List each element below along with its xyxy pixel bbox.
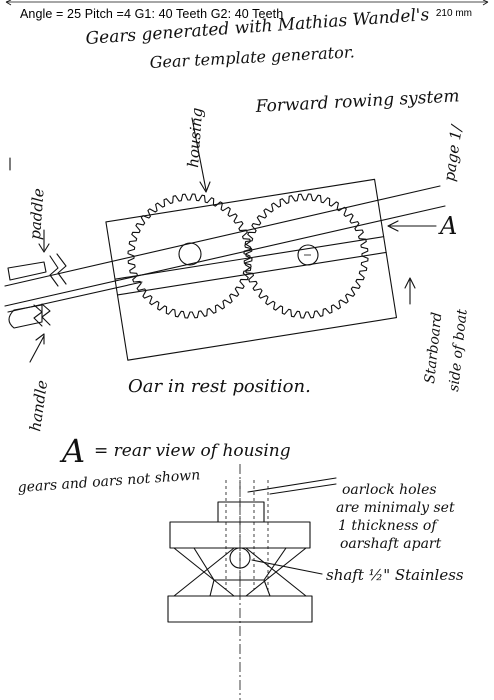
paddle-end <box>7 157 67 287</box>
oarlock-leader <box>247 477 337 495</box>
oarlock-holes <box>225 480 269 590</box>
credit-line-2: Gear template generator. <box>149 42 355 72</box>
gear2-teeth <box>243 193 369 319</box>
housing-label: housing <box>184 107 206 168</box>
page-ref: page 1/ <box>440 122 466 182</box>
starboard-label-2: side of boat <box>446 308 471 392</box>
oarlock-label-3: 1 thickness of <box>338 518 439 534</box>
housing-arrow <box>191 117 211 193</box>
rear-view-label: = rear view of housing <box>94 441 291 461</box>
gear-1-hub <box>178 242 202 266</box>
oarlock-label-2: are minimaly set <box>336 500 455 516</box>
gear-2-hub <box>297 244 319 266</box>
starboard-label-1: Starboard <box>422 311 445 384</box>
handle-label: handle <box>26 379 51 433</box>
credit-line-1: Gears generated with Mathias Wandel's <box>85 5 430 49</box>
view-a-arrow <box>387 220 437 232</box>
gear-1 <box>127 193 253 319</box>
shaft-leader <box>251 559 323 575</box>
gear1-teeth <box>127 193 253 319</box>
gear-2 <box>243 193 369 319</box>
gears-not-shown-label: gears and oars not shown <box>17 467 201 496</box>
handle-arrow <box>29 333 45 363</box>
starboard-arrow <box>404 277 416 305</box>
gear-spec-label: Angle = 25 Pitch =4 G1: 40 Teeth G2: 40 … <box>20 7 284 21</box>
page-width-label: 210 mm <box>435 8 472 19</box>
rear-view-a: A <box>59 432 85 470</box>
paddle-label: paddle <box>26 188 48 241</box>
page-header: Angle = 25 Pitch =4 G1: 40 Teeth G2: 40 … <box>0 0 494 22</box>
oarlock-label-4: oarshaft apart <box>340 536 442 552</box>
width-dimension <box>5 0 489 6</box>
handle-end <box>8 303 51 329</box>
rest-position-label: Oar in rest position. <box>128 376 311 397</box>
marker-a-label: A <box>438 212 457 240</box>
title: Forward rowing system <box>254 86 460 117</box>
shaft-label: shaft ½" Stainless <box>326 566 464 584</box>
oarlock-label-1: oarlock holes <box>342 482 437 498</box>
paddle-arrow <box>38 229 50 253</box>
